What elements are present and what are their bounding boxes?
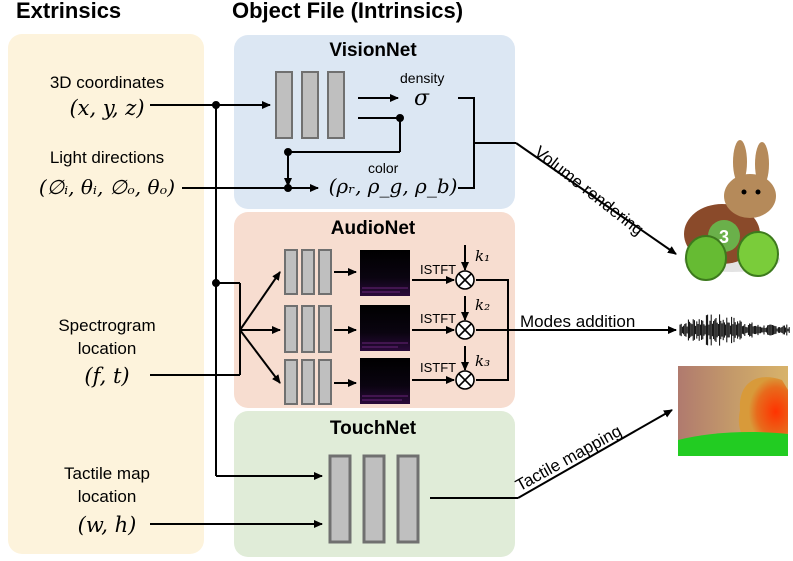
junction-vision-2 bbox=[284, 148, 292, 156]
volume-rendering-arrow bbox=[515, 142, 677, 255]
mode-k2: k₂ bbox=[475, 296, 491, 314]
tactile-label-1: Tactile map bbox=[64, 464, 150, 483]
touchnet-title: TouchNet bbox=[329, 418, 417, 439]
coords-label: 3D coordinates bbox=[49, 73, 165, 92]
multiply-icon-3 bbox=[455, 370, 475, 390]
junction-vision-1 bbox=[396, 114, 404, 122]
tactile-map-image bbox=[678, 366, 788, 456]
istft-label-1: ISTFT bbox=[420, 262, 457, 277]
color-label: color bbox=[368, 160, 399, 176]
spectrogram-math: (f, t) bbox=[84, 364, 130, 388]
extrinsics-panel bbox=[8, 34, 204, 554]
visionnet-title: VisionNet bbox=[329, 40, 417, 61]
coords-math: (x, y, z) bbox=[69, 96, 145, 120]
vision-output-bracket bbox=[458, 97, 475, 189]
istft-label-2: ISTFT bbox=[420, 311, 457, 326]
density-symbol: σ bbox=[414, 86, 430, 111]
multiply-icon-2 bbox=[455, 320, 475, 340]
spectrogram-images bbox=[360, 250, 410, 404]
istft-label-3: ISTFT bbox=[420, 360, 457, 375]
audio-waveform-image bbox=[679, 314, 790, 346]
junction-vision-3 bbox=[284, 184, 292, 192]
tactile-mapping-arrow bbox=[517, 409, 673, 499]
color-symbol: (ρᵣ, ρ_g, ρ_b) bbox=[328, 174, 458, 198]
spectrogram-label-2: location bbox=[77, 339, 137, 358]
light-math: (∅ᵢ, θᵢ, ∅ₒ, θₒ) bbox=[38, 175, 176, 199]
multiply-icon-1 bbox=[455, 270, 475, 290]
mode-k1: k₁ bbox=[475, 247, 491, 265]
junction-coords bbox=[212, 101, 220, 109]
extrinsics-heading: Extrinsics bbox=[16, 0, 122, 23]
fan-arrow-3 bbox=[239, 329, 281, 384]
audionet-layers bbox=[284, 249, 332, 405]
touchnet-layers bbox=[328, 454, 420, 544]
tactile-math: (w, h) bbox=[77, 513, 137, 537]
light-label: Light directions bbox=[49, 148, 165, 167]
object-file-heading: Object File (Intrinsics) bbox=[232, 0, 464, 23]
audionet-title: AudioNet bbox=[330, 218, 416, 239]
density-label: density bbox=[400, 70, 445, 86]
mode-k3: k₃ bbox=[475, 352, 491, 370]
fan-arrow-1 bbox=[239, 271, 281, 331]
visionnet-layers bbox=[275, 71, 345, 139]
junction-audio bbox=[212, 279, 220, 287]
toy-render-image: 3 bbox=[684, 140, 780, 281]
tactile-label-2: location bbox=[77, 487, 137, 506]
spectrogram-label-1: Spectrogram bbox=[58, 316, 156, 335]
modes-addition-label: Modes addition bbox=[520, 312, 636, 331]
svg-text:3: 3 bbox=[719, 227, 729, 247]
